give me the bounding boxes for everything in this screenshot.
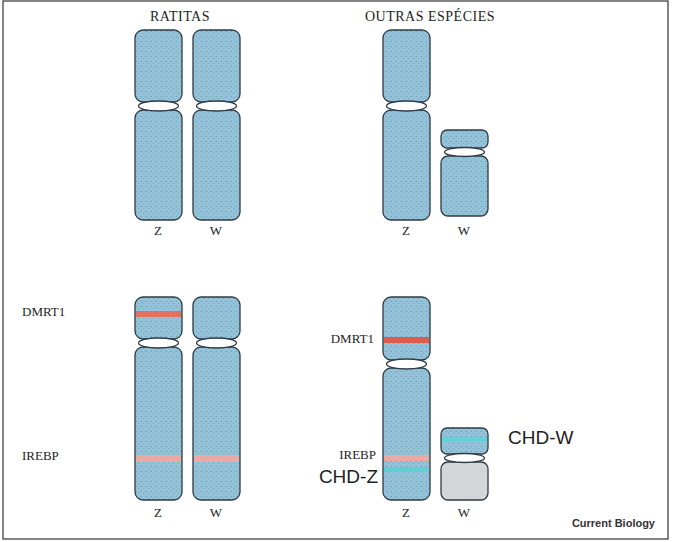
source-credit: Current Biology <box>572 517 655 530</box>
gene-label: DMRT1 <box>22 305 65 320</box>
chromosome-label: W <box>210 224 222 239</box>
gene-label: IREBP <box>339 448 376 463</box>
chromosome-label: Z <box>154 224 162 239</box>
column-heading: RATITAS <box>150 9 210 25</box>
chromosome-label: Z <box>402 224 410 239</box>
gene-bands <box>136 311 487 472</box>
gene-label: CHD-Z <box>319 466 378 488</box>
gene-label: IREBP <box>22 449 59 464</box>
chromosome-label: Z <box>154 506 162 521</box>
chromosome-label: W <box>458 224 470 239</box>
chromosome-label: W <box>210 506 222 521</box>
chromosome-set-bottom <box>135 297 488 500</box>
gene-label: CHD-W <box>508 427 573 449</box>
chromosome-label: Z <box>402 506 410 521</box>
figure-frame <box>3 1 668 539</box>
column-heading: OUTRAS ESPÉCIES <box>365 9 495 25</box>
chromosome-set-top <box>135 30 488 220</box>
chromosome-label: W <box>458 506 470 521</box>
gene-label: DMRT1 <box>331 332 374 347</box>
